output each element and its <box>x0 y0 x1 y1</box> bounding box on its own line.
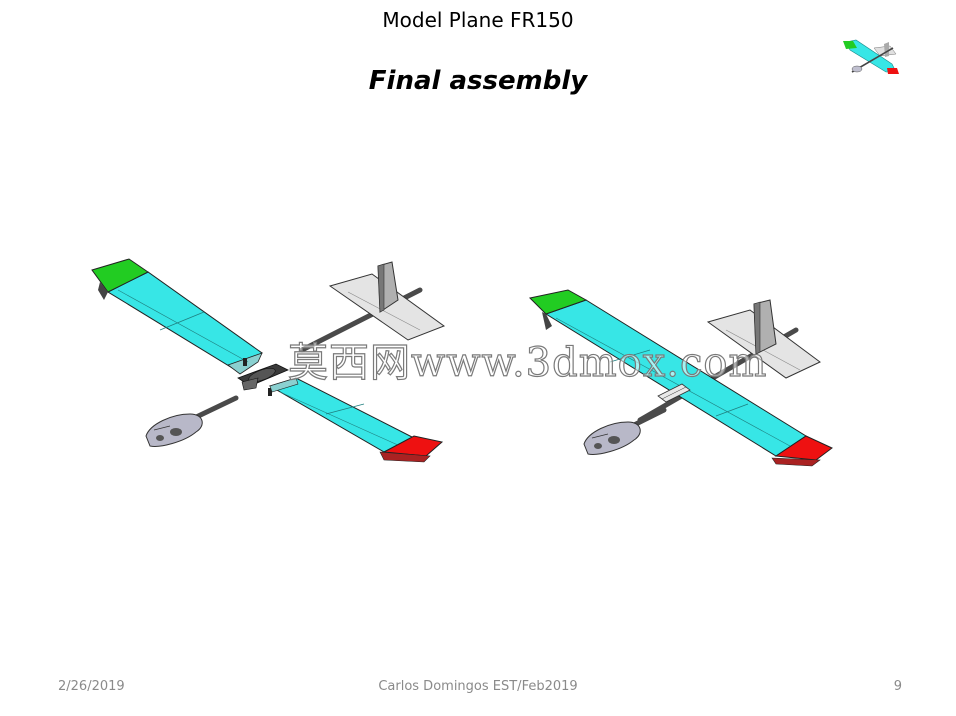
exploded-wing-joiner <box>237 358 289 396</box>
thumbnail-plane <box>843 39 899 74</box>
assembled-wing <box>528 289 833 467</box>
header-title: Model Plane FR150 <box>382 8 574 32</box>
page-number: 9 <box>893 679 902 694</box>
exploded-right-wing <box>268 377 444 463</box>
exploded-tail-boom <box>299 261 446 353</box>
watermark-text: 莫西网www.3dmox.com <box>287 339 768 386</box>
footer-author: Carlos Domingos EST/Feb2019 <box>378 679 578 694</box>
slide-title: Final assembly <box>368 66 588 96</box>
assembled-nose <box>583 407 667 455</box>
assembled-tail <box>637 299 821 423</box>
exploded-nose <box>145 395 239 447</box>
footer-date: 2/26/2019 <box>58 679 125 694</box>
